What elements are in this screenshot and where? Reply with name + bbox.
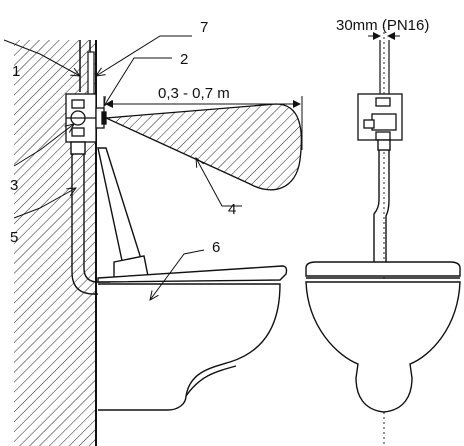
callout-4: 4	[228, 201, 236, 218]
valve-box-left	[65, 93, 97, 143]
callout-2: 2	[180, 51, 188, 68]
toilet-bowl-side	[97, 265, 288, 411]
callout-6: 6	[212, 239, 220, 256]
sensor-detection-zone	[103, 103, 302, 191]
leader-lines	[3, 35, 242, 300]
callout-1: 1	[12, 63, 20, 80]
callout-5: 5	[10, 229, 18, 246]
callout-3: 3	[10, 177, 18, 194]
toilet-lid	[97, 147, 149, 281]
range-dimension	[103, 96, 303, 150]
pipe-size-label: 30mm (PN16)	[336, 17, 429, 34]
range-label: 0,3 - 0,7 m	[158, 85, 230, 102]
valve-box-front	[357, 93, 403, 141]
callout-7: 7	[200, 19, 208, 36]
toilet-bowl-front	[305, 261, 461, 413]
flush-pipe-front	[373, 139, 391, 262]
supply-pipe-front	[379, 40, 390, 94]
